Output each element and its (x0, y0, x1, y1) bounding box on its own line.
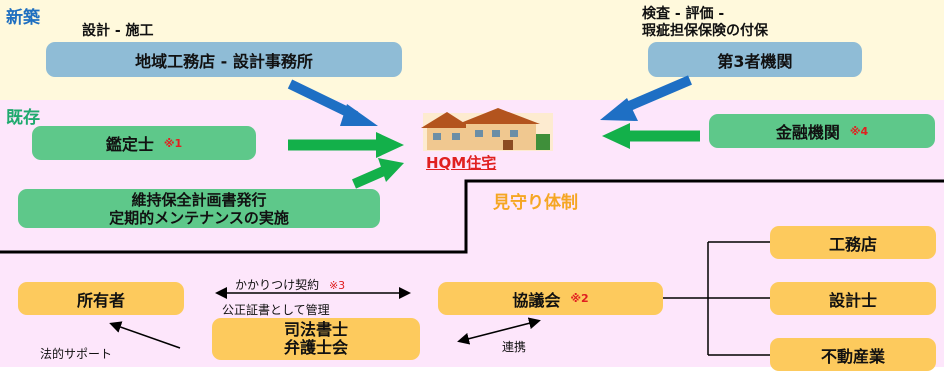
finance-note: ※4 (849, 124, 869, 138)
maintenance-line1: 維持保全計画書発行 (131, 190, 267, 209)
legal-box: 司法書士 弁護士会 (212, 318, 420, 360)
legal-line1: 司法書士 (283, 320, 348, 339)
local-builder-box: 地域工務店 - 設計事務所 (46, 42, 402, 77)
green-arrow-appraiser (288, 132, 404, 158)
appraiser-box: 鑑定士 ※1 (32, 126, 256, 160)
green-arrow-maintenance (351, 158, 404, 189)
maintenance-line2: 定期的メンテナンスの実施 (109, 208, 289, 227)
appraiser-label: 鑑定士 (105, 135, 154, 154)
blue-arrow-right (600, 75, 692, 121)
member-bracket (663, 241, 770, 356)
council-label: 協議会 (512, 290, 561, 310)
finance-label: 金融機関 (775, 123, 840, 142)
section-existing-title: 既存 (6, 108, 40, 128)
legal-line2: 弁護士会 (283, 338, 348, 357)
section-new-title: 新築 (6, 8, 40, 28)
cooperation-double-arrow (457, 317, 541, 345)
appraiser-note: ※1 (163, 136, 183, 150)
hqm-label: HQM住宅 (426, 154, 497, 172)
blue-arrow-left (287, 79, 378, 126)
council-note: ※2 (570, 292, 589, 305)
maintenance-box: 維持保全計画書発行 定期的メンテナンスの実施 (18, 189, 380, 228)
section-watch-title: 見守り体制 (493, 193, 578, 213)
green-arrow-finance (602, 123, 700, 149)
legal-support-arrow (109, 321, 181, 349)
owner-box: 所有者 (18, 282, 184, 315)
design-construction-caption: 設計 - 施工 (82, 23, 154, 39)
member-designer-box: 設計士 (770, 282, 936, 315)
member-builder-box: 工務店 (770, 226, 936, 259)
inspection-caption-line2: 瑕疵担保保険の付保 (642, 23, 768, 39)
inspection-caption-line1: 検査 - 評価 - (642, 6, 725, 22)
third-party-box: 第3者機関 (648, 42, 862, 77)
finance-box: 金融機関 ※4 (709, 114, 935, 148)
notary-label: 公正証書として管理 (222, 303, 330, 317)
member-realestate-box: 不動産業 (770, 338, 936, 371)
council-box: 協議会 ※2 (438, 282, 663, 315)
legal-support-label: 法的サポート (40, 347, 113, 361)
